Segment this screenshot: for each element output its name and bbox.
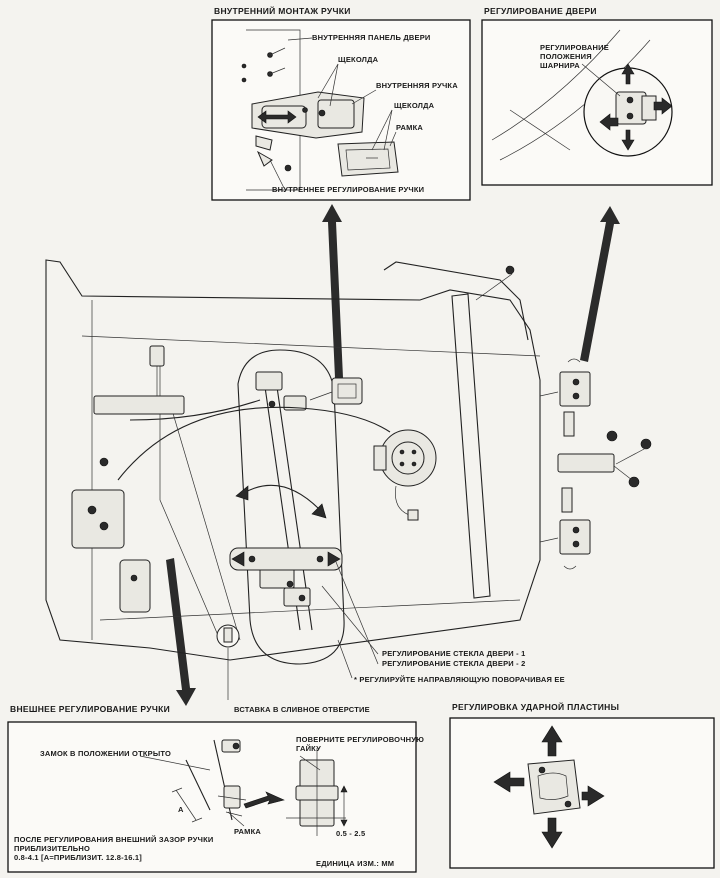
clip-parts [255, 135, 292, 172]
striker-plate [527, 759, 581, 815]
gap-value-label: 0.5 - 2.5 [336, 829, 365, 838]
regulator-mechanism [229, 371, 343, 631]
guide-note-label: * РЕГУЛИРУЙТЕ НАПРАВЛЯЮЩУЮ ПОВОРАЧИВАЯ Е… [354, 675, 565, 684]
inner-handle-part [251, 91, 365, 139]
screws [241, 47, 286, 83]
clearance-line1: ПОСЛЕ РЕГУЛИРОВАНИЯ ВНЕШНИЙ ЗАЗОР РУЧКИ [14, 835, 213, 844]
drain-plug [216, 624, 240, 648]
striker-up-arrow [541, 725, 563, 757]
lock-open-label: ЗАМОК В ПОЛОЖЕНИИ ОТКРЫТО [40, 749, 171, 758]
door-inner-handle [309, 377, 363, 405]
outer-frame-label: РАМКА [234, 827, 261, 836]
door-edge-curve [491, 29, 621, 141]
units-label: ЕДИНИЦА ИЗМ.: ММ [316, 859, 394, 868]
hinge-label-line3: ШАРНИРА [540, 61, 580, 70]
frame-part [337, 141, 399, 177]
inner-adjust-label: ВНУТРЕННЕЕ РЕГУЛИРОВАНИЕ РУЧКИ [272, 185, 424, 194]
striker-down-arrow [541, 817, 563, 849]
frame-label: РАМКА [396, 123, 423, 132]
regulator-detail-oval [237, 349, 345, 665]
outer-handle-frame [7, 721, 417, 873]
striker-title: РЕГУЛИРОВКА УДАРНОЙ ПЛАСТИНЫ [452, 701, 619, 712]
hinge-right-arrow [653, 97, 673, 115]
outer-handle-rod: A [171, 739, 247, 823]
arrow-to-inner-handle [322, 204, 344, 400]
inner-handle-label: ВНУТРЕННЯЯ РУЧКА [376, 81, 458, 90]
door-latch [71, 345, 185, 613]
outer-handle-inset: ВНЕШНЕЕ РЕГУЛИРОВАНИЕ РУЧКИ A [7, 704, 424, 873]
hinge-part [615, 91, 657, 125]
hinge-down-arrow [621, 129, 635, 151]
arrow-to-hinge [580, 206, 620, 362]
door-outline [45, 259, 541, 661]
turn-nut-line2: ГАЙКУ [296, 744, 321, 753]
striker-right-arrow [581, 785, 605, 807]
inner-leaders [269, 37, 397, 189]
window-motor [373, 429, 437, 521]
hinge-up-arrow [621, 63, 635, 85]
main-leaders [227, 561, 379, 700]
clip-label-2: ЩЕКОЛДА [394, 101, 435, 110]
door-adjust-inset: РЕГУЛИРОВАНИЕ ДВЕРИ РЕГУЛИРОВАНИЕ ПОЛОЖЕ… [481, 6, 713, 186]
hinge-label-line1: РЕГУЛИРОВАНИЕ [540, 43, 609, 52]
glass-run-channel [451, 293, 491, 599]
clip-label-1: ЩЕКОЛДА [338, 55, 379, 64]
door-adjust-title: РЕГУЛИРОВАНИЕ ДВЕРИ [484, 6, 597, 16]
door-hinges [539, 358, 652, 570]
striker-inset: РЕГУЛИРОВКА УДАРНОЙ ПЛАСТИНЫ [449, 701, 715, 869]
inner-handle-inset: ВНУТРЕННИЙ МОНТАЖ РУЧКИ [211, 5, 471, 201]
outer-handle-title: ВНЕШНЕЕ РЕГУЛИРОВАНИЕ РУЧКИ [10, 704, 170, 714]
door-main: РЕГУЛИРОВАНИЕ СТЕКЛА ДВЕРИ - 1 РЕГУЛИРОВ… [45, 259, 652, 714]
control-cables [117, 360, 391, 641]
clearance-line2: ПРИБЛИЗИТЕЛЬНО [14, 844, 90, 853]
clearance-value: 0.8-4.1 [А=ПРИБЛИЗИТ. 12.8-16.1] [14, 853, 142, 862]
top-screw [475, 265, 515, 301]
window-frame [383, 261, 529, 341]
dim-a-label: A [178, 805, 184, 814]
glass-adjust-1-label: РЕГУЛИРОВАНИЕ СТЕКЛА ДВЕРИ - 1 [382, 649, 526, 658]
hinge-left-arrow [599, 113, 619, 131]
drain-insert-label: ВСТАВКА В СЛИВНОЕ ОТВЕРСТИЕ [234, 705, 370, 714]
callout-arrows [166, 204, 620, 706]
adjust-nut-detail [286, 748, 348, 836]
hinge-label-line2: ПОЛОЖЕНИЯ [540, 52, 592, 61]
handle-adjust-arrow [257, 110, 297, 124]
outer-detail-arrow [243, 791, 285, 809]
inner-panel-label: ВНУТРЕННЯЯ ПАНЕЛЬ ДВЕРИ [312, 33, 431, 42]
inner-handle-title: ВНУТРЕННИЙ МОНТАЖ РУЧКИ [214, 5, 351, 16]
arrow-to-outer-handle [166, 558, 196, 706]
striker-left-arrow [493, 771, 525, 793]
glass-adjust-2-label: РЕГУЛИРОВАНИЕ СТЕКЛА ДВЕРИ - 2 [382, 659, 526, 668]
turn-nut-line1: ПОВЕРНИТЕ РЕГУЛИРОВОЧНУЮ [296, 735, 424, 744]
